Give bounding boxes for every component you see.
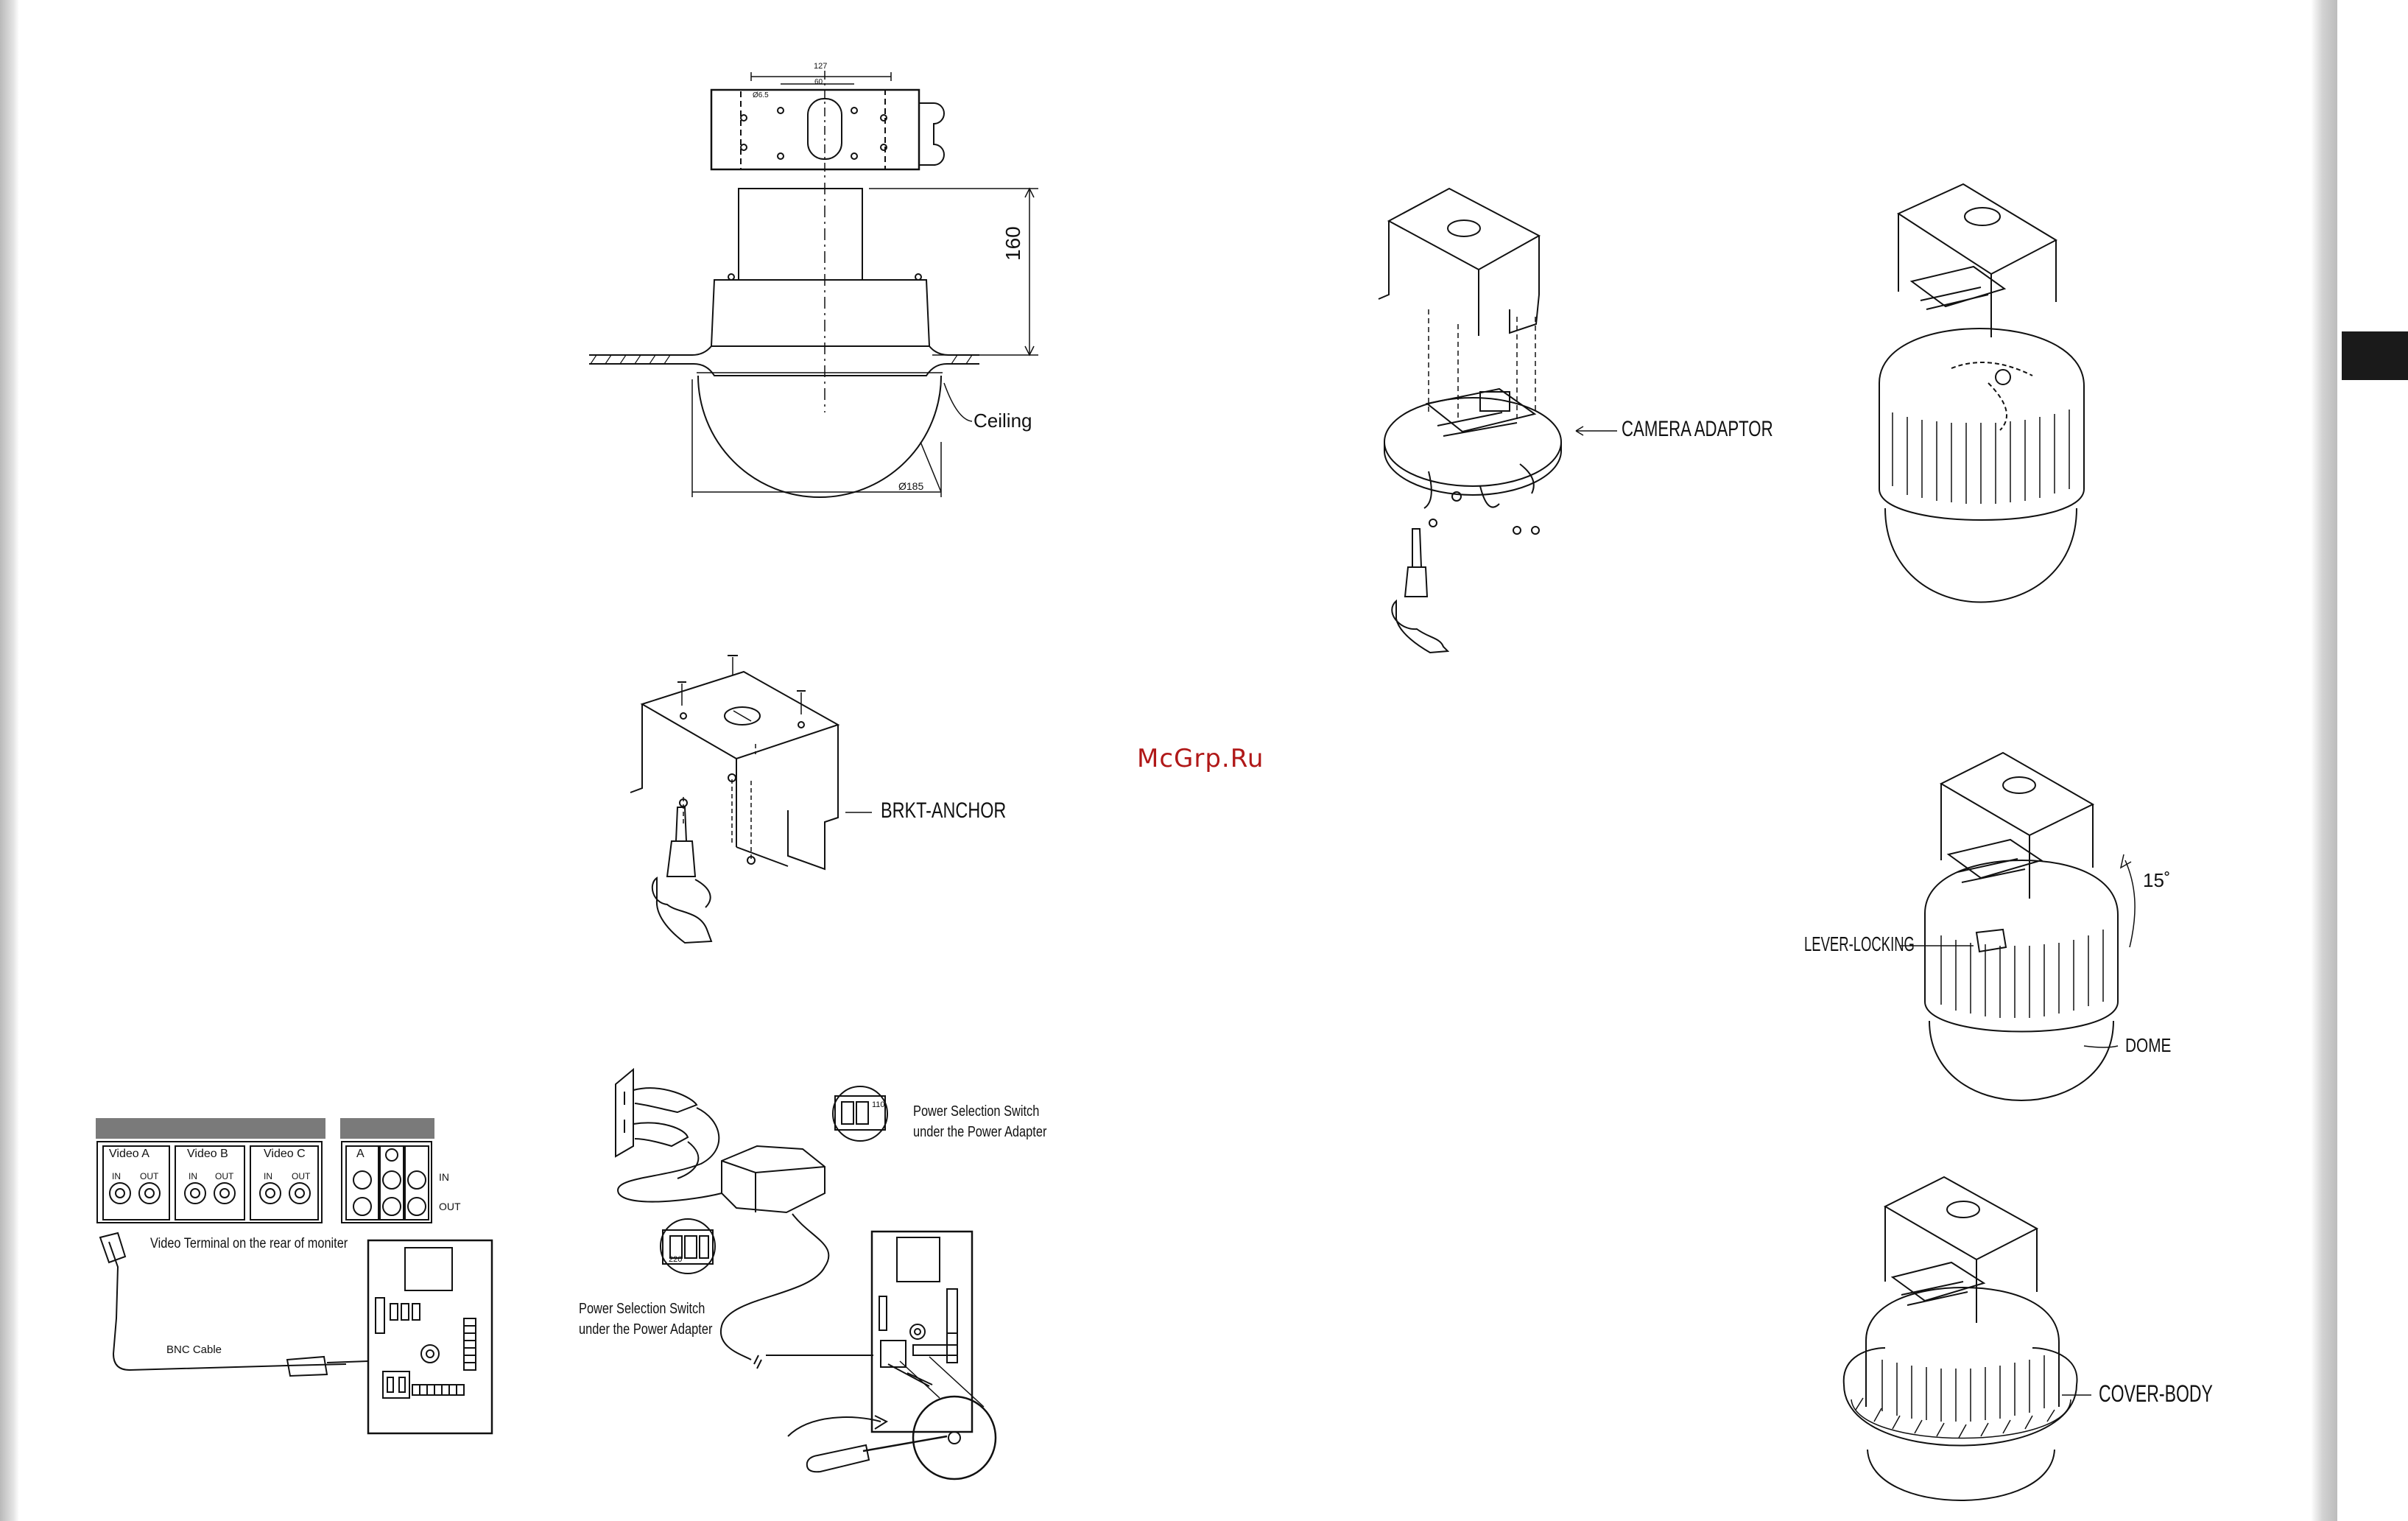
watermark: McGrp.Ru xyxy=(1137,744,1264,773)
monitor-header-bar xyxy=(96,1118,325,1139)
monitor-connection-drawing xyxy=(96,1141,493,1435)
label-brkt-anchor: BRKT-ANCHOR xyxy=(881,798,1007,823)
switch-value-top: 110 xyxy=(872,1100,885,1109)
label-lever-locking: LEVER-LOCKING xyxy=(1804,932,1915,955)
side-panel-label: A xyxy=(356,1148,365,1160)
dim-width-inner: 60 xyxy=(814,78,823,86)
side-panel-out: OUT xyxy=(439,1201,461,1212)
video-c-out: OUT xyxy=(292,1171,311,1181)
video-b-label: Video B xyxy=(187,1148,228,1160)
video-c-in: IN xyxy=(264,1171,272,1181)
label-video-terminal: Video Terminal on the rear of moniter xyxy=(150,1236,348,1251)
power-switch-left-line2: under the Power Adapter xyxy=(579,1321,713,1338)
dim-diameter: Ø185 xyxy=(898,480,924,492)
label-bnc-cable: BNC Cable xyxy=(166,1343,222,1356)
video-a-label: Video A xyxy=(109,1148,149,1160)
label-cover-body: COVER-BODY xyxy=(2099,1380,2213,1407)
switch-value-left: 220 xyxy=(669,1255,683,1264)
label-ceiling: Ceiling xyxy=(974,410,1032,432)
side-panel-in: IN xyxy=(439,1171,449,1183)
video-a-out: OUT xyxy=(140,1171,159,1181)
video-b-out: OUT xyxy=(215,1171,234,1181)
page-edge-right xyxy=(2311,0,2337,1521)
power-switch-left-line1: Power Selection Switch xyxy=(579,1301,705,1317)
power-adapter-drawing xyxy=(615,1067,997,1480)
label-angle: 15˚ xyxy=(2143,869,2171,891)
video-b-in: IN xyxy=(189,1171,197,1181)
camera-adaptor-drawing xyxy=(1378,187,1617,654)
label-dome: DOME xyxy=(2125,1034,2172,1056)
dim-hole: Ø6.5 xyxy=(753,91,769,99)
dimension-drawing xyxy=(589,71,1038,498)
bracket-anchor-drawing xyxy=(630,655,872,944)
video-a-in: IN xyxy=(112,1171,121,1181)
dome-step3-drawing xyxy=(1842,1176,2091,1501)
monitor-header-bar-side xyxy=(340,1118,434,1139)
dim-height: 160 xyxy=(1001,226,1024,261)
chapter-tab xyxy=(2342,331,2408,380)
dome-step1-drawing xyxy=(1879,183,2085,603)
power-switch-top-line1: Power Selection Switch xyxy=(913,1103,1040,1120)
dim-width: 127 xyxy=(814,62,828,71)
dome-step2-drawing xyxy=(1900,751,2136,1101)
page-margin-right xyxy=(2337,0,2408,1521)
page-edge-left xyxy=(0,0,19,1521)
power-switch-top-line2: under the Power Adapter xyxy=(913,1124,1047,1140)
label-camera-adaptor: CAMERA ADAPTOR xyxy=(1622,417,1773,441)
video-c-label: Video C xyxy=(264,1148,306,1160)
